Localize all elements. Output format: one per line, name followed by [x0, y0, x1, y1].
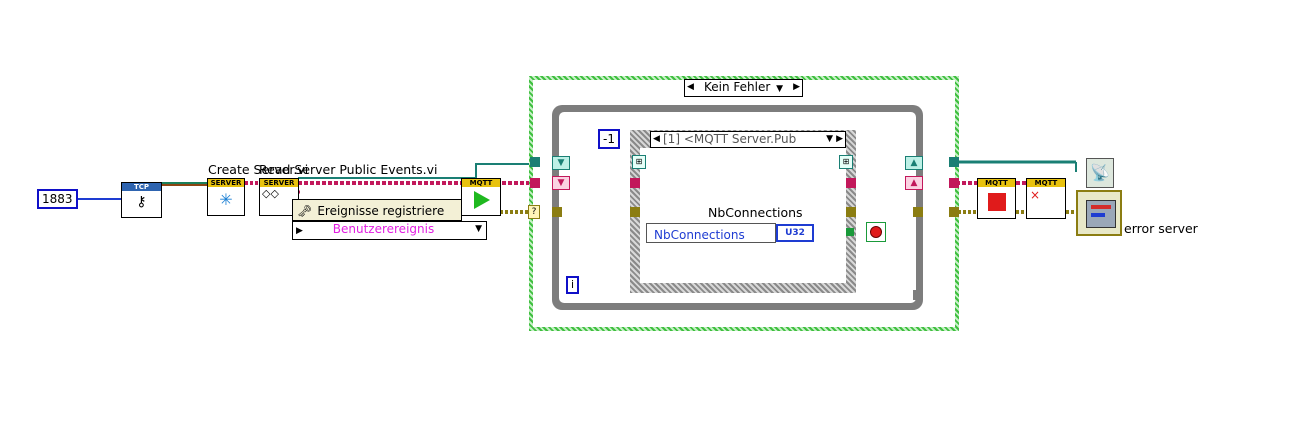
stop-terminal[interactable] — [913, 290, 923, 300]
nbconnections-label: NbConnections — [708, 205, 803, 220]
shift-register-right-icon: ▲ — [905, 156, 923, 170]
mqtt-start-vi[interactable]: MQTT — [461, 178, 501, 216]
tunnel-icon — [949, 157, 959, 167]
event-data-icon: ⊞ — [839, 155, 853, 169]
event-structure[interactable] — [630, 130, 856, 293]
user-event-text: Benutzerereignis — [332, 222, 435, 236]
tunnel-icon — [630, 207, 640, 217]
chevron-down-icon: ▼ — [826, 134, 833, 144]
port-constant-value: 1883 — [42, 192, 73, 206]
selector-arrow-icon: ▶ — [296, 226, 303, 236]
tunnel-icon — [949, 207, 959, 217]
event-data-icon: ⊞ — [632, 155, 646, 169]
globe-icon: ✳ — [219, 190, 233, 209]
server-header: SERVER — [208, 179, 244, 187]
chevron-down-icon: ▼ — [475, 224, 482, 234]
mqtt-header: MQTT — [1027, 179, 1065, 187]
shift-register-left-icon: ▼ — [552, 156, 570, 170]
timeout-constant[interactable]: -1 — [598, 129, 620, 149]
tcp-header: TCP — [122, 183, 161, 191]
tunnel-icon — [949, 178, 959, 188]
tunnel-icon — [846, 178, 856, 188]
case-selector[interactable]: ◀ Kein Fehler ▼ ▶ — [684, 79, 803, 97]
create-server-vi[interactable]: SERVER ✳ — [207, 178, 245, 216]
unbundle-node[interactable]: NbConnections — [646, 223, 776, 243]
play-icon — [474, 191, 490, 209]
u32-label: U32 — [785, 228, 805, 238]
u32-indicator[interactable]: U32 — [776, 224, 814, 242]
refnum-wire — [298, 163, 530, 179]
event-selector-label: [1] <MQTT Server.Pub — [663, 132, 797, 146]
tunnel-icon — [530, 157, 540, 167]
decrement-arrow-icon: ◀ — [687, 82, 694, 92]
read-events-label: Read Server Public Events.vi — [259, 162, 438, 177]
boolean-tunnel-icon — [846, 228, 854, 236]
tunnel-icon — [530, 178, 540, 188]
error-handler-vi[interactable] — [1076, 190, 1122, 236]
increment-arrow-icon: ▶ — [836, 134, 843, 144]
satellite-icon: 📡 — [1086, 158, 1114, 188]
tunnel-icon — [846, 207, 856, 217]
iteration-label: i — [571, 278, 575, 291]
tunnel-icon — [630, 178, 640, 188]
case-selector-terminal-icon: ? — [528, 205, 540, 219]
unbundle-field: NbConnections — [654, 228, 745, 242]
increment-arrow-icon: ▶ — [793, 82, 800, 92]
tcp-listen-vi[interactable]: TCP ⚷ — [121, 182, 162, 218]
close-icon: × — [1030, 188, 1041, 202]
stop-icon — [987, 193, 1006, 211]
tunnel-icon — [913, 207, 923, 217]
chevron-down-icon: ▼ — [776, 84, 784, 94]
timeout-constant-value: -1 — [603, 132, 615, 146]
register-events-node[interactable]: 🗝 Ereignisse registriere — [292, 199, 462, 221]
event-selector[interactable]: ◀ [1] <MQTT Server.Pub ▼ ▶ — [650, 131, 846, 148]
error-server-label: error server — [1124, 221, 1198, 236]
shift-register-left-icon: ▼ — [552, 176, 570, 190]
case-selector-label: Kein Fehler — [703, 80, 771, 94]
user-event-selector[interactable]: ▶ Benutzerereignis ▼ — [292, 221, 487, 240]
port-constant[interactable]: 1883 — [37, 189, 78, 209]
key-icon: ⚷ — [136, 194, 147, 210]
mqtt-close-vi[interactable]: MQTT × — [1026, 178, 1066, 219]
shift-register-right-icon: ▲ — [905, 176, 923, 190]
mqtt-header: MQTT — [978, 179, 1015, 187]
register-events-label: Ereignisse registriere — [317, 204, 445, 218]
mqtt-header: MQTT — [462, 179, 500, 187]
server-header: SERVER — [260, 179, 298, 187]
mqtt-stop-vi[interactable]: MQTT — [977, 178, 1016, 219]
events-icon: ◇◇ — [262, 187, 279, 200]
iteration-terminal: i — [566, 276, 580, 294]
register-icon: 🗝 — [297, 204, 313, 218]
error-dialog-icon — [1086, 200, 1116, 228]
tunnel-icon — [552, 207, 562, 217]
decrement-arrow-icon: ◀ — [653, 134, 660, 144]
stop-constant-icon[interactable] — [866, 222, 886, 242]
create-server-label: Create Server.vi — [208, 162, 309, 177]
